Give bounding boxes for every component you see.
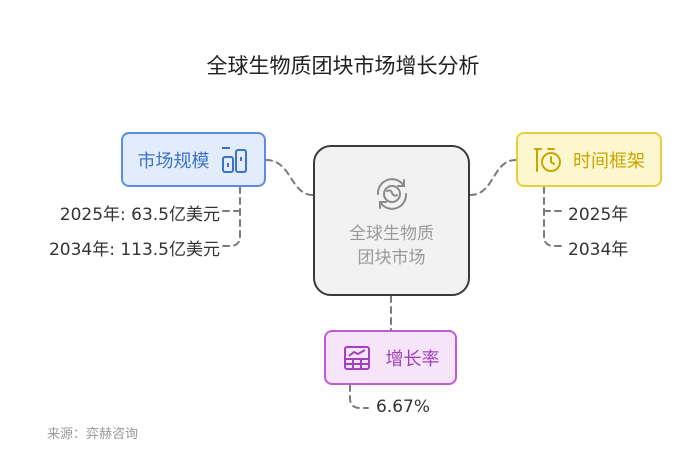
market-size-item: 2034年: 113.5亿美元 <box>48 240 220 260</box>
connector-market-center <box>265 159 314 196</box>
source-note: 来源：弈赫咨询 <box>47 427 139 442</box>
center-node: 全球生物质团块市场 <box>313 145 470 296</box>
stopwatch-icon <box>534 147 561 172</box>
diagram-title: 全球生物质团块市场增长分析 <box>206 54 480 78</box>
growth-rate-value: 6.67% <box>376 397 431 417</box>
growth-rate-label: 增长率 <box>385 348 440 370</box>
time-frame-item: 2034年 <box>568 240 629 260</box>
spreadsheet-chart-icon <box>343 345 370 370</box>
center-node-label: 全球生物质团块市场 <box>349 223 434 268</box>
time-frame-node: 时间框架 <box>516 132 662 187</box>
market-size-label: 市场规模 <box>137 150 210 172</box>
connector-center-time <box>469 159 517 196</box>
time-frame-item: 2025年 <box>568 205 629 225</box>
recycle-globe-icon <box>376 177 407 210</box>
connector-growth-value <box>349 384 369 409</box>
growth-rate-node: 增长率 <box>324 330 457 385</box>
connector-time-2034 <box>543 186 563 247</box>
market-size-node: 市场规模 <box>121 132 266 187</box>
market-size-item: 2025年: 63.5亿美元 <box>59 205 220 225</box>
connector-market-2034 <box>221 186 241 247</box>
bar-building-icon <box>221 146 247 173</box>
time-frame-label: 时间框架 <box>573 150 645 172</box>
